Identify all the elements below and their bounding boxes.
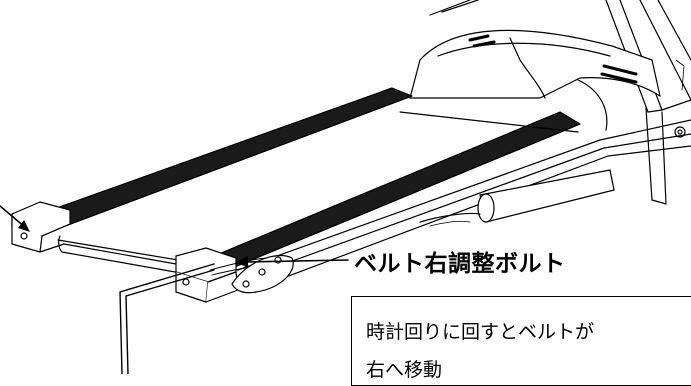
right-adjust-bolt-label: ベルト右調整ボルト: [354, 251, 566, 277]
left-pointer-arrow: [0, 205, 30, 232]
note-line-1: 時計回りに回すとベルトが: [366, 321, 595, 343]
callout-leader: [236, 256, 349, 268]
frame-rail: [419, 119, 691, 227]
motor-hood: [409, 29, 661, 131]
instruction-note: 時計回りに回すとベルトが 右へ移動: [351, 296, 691, 386]
treadmill-diagram: [0, 0, 691, 374]
running-deck: [58, 112, 578, 270]
note-line-2: 右へ移動: [366, 359, 443, 381]
allen-wrench: [119, 263, 215, 374]
